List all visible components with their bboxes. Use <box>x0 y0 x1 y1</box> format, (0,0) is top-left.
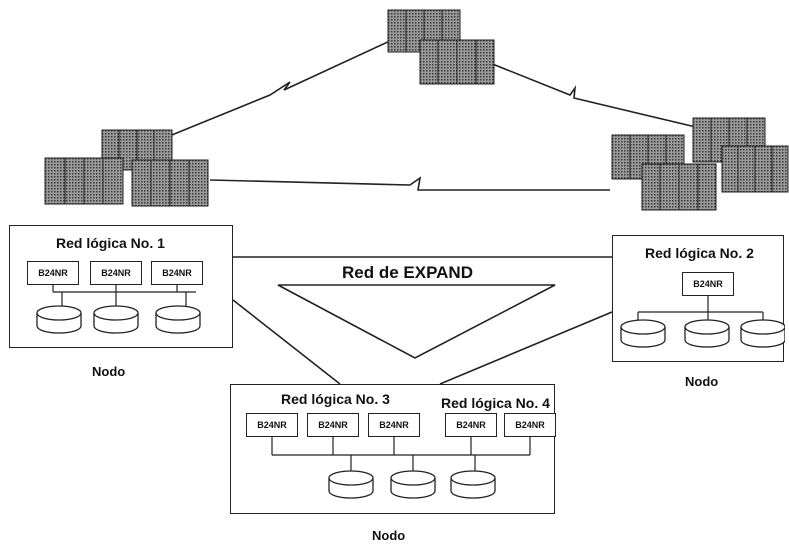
node-box-2: Red lógica No. 2 B24NR <box>612 235 785 362</box>
wan-link-left-top <box>134 39 393 151</box>
node-bus <box>36 285 201 334</box>
b24nr-unit: B24NR <box>368 413 420 437</box>
computer-cabinet-icon <box>721 145 789 193</box>
disk-icon <box>390 470 436 499</box>
computer-cabinet-icon <box>44 157 124 205</box>
wan-links <box>134 39 701 191</box>
node-bus <box>620 296 785 348</box>
disk-icon <box>328 470 374 499</box>
expand-links <box>232 256 613 385</box>
cluster-top <box>387 9 495 85</box>
b24nr-unit: B24NR <box>682 272 734 296</box>
cluster-left <box>44 129 209 207</box>
logical-network-title: Red lógica No. 1 <box>56 235 165 251</box>
node-box-1: Red lógica No. 1 B24NR B24NR B24NR <box>9 225 233 348</box>
node-caption: Nodo <box>92 364 126 379</box>
disk-icon <box>36 305 82 334</box>
node-caption: Nodo <box>372 528 406 543</box>
disk-icon <box>93 305 139 334</box>
expand-network-title: Red de EXPAND <box>342 263 473 282</box>
computer-cabinet-icon <box>131 159 209 207</box>
b24nr-unit: B24NR <box>90 261 142 285</box>
wan-link-top-right <box>469 54 701 129</box>
computer-cabinet-icon <box>641 163 717 211</box>
disk-icon <box>155 305 201 334</box>
disk-icon <box>620 319 666 348</box>
b24nr-unit: B24NR <box>246 413 298 437</box>
link-node2-node3 <box>439 311 613 385</box>
logical-network-title: Red lógica No. 4 <box>441 395 550 411</box>
cluster-right <box>611 117 789 211</box>
disk-icon <box>450 470 496 499</box>
b24nr-unit: B24NR <box>504 413 556 437</box>
expand-triangle <box>277 284 556 359</box>
node-bus <box>271 437 531 499</box>
node-caption: Nodo <box>685 374 719 389</box>
logical-network-title: Red lógica No. 3 <box>281 391 390 407</box>
b24nr-unit: B24NR <box>445 413 497 437</box>
logical-network-title: Red lógica No. 2 <box>645 245 754 261</box>
b24nr-unit: B24NR <box>27 261 79 285</box>
node-box-3: Red lógica No. 3 Red lógica No. 4 B24NR … <box>230 384 556 514</box>
disk-icon <box>740 319 785 348</box>
link-node1-node3 <box>232 299 341 385</box>
b24nr-unit: B24NR <box>151 261 203 285</box>
wan-link-left-right <box>209 176 610 191</box>
b24nr-unit: B24NR <box>307 413 359 437</box>
computer-cabinet-icon <box>419 39 495 85</box>
disk-icon <box>684 319 730 348</box>
